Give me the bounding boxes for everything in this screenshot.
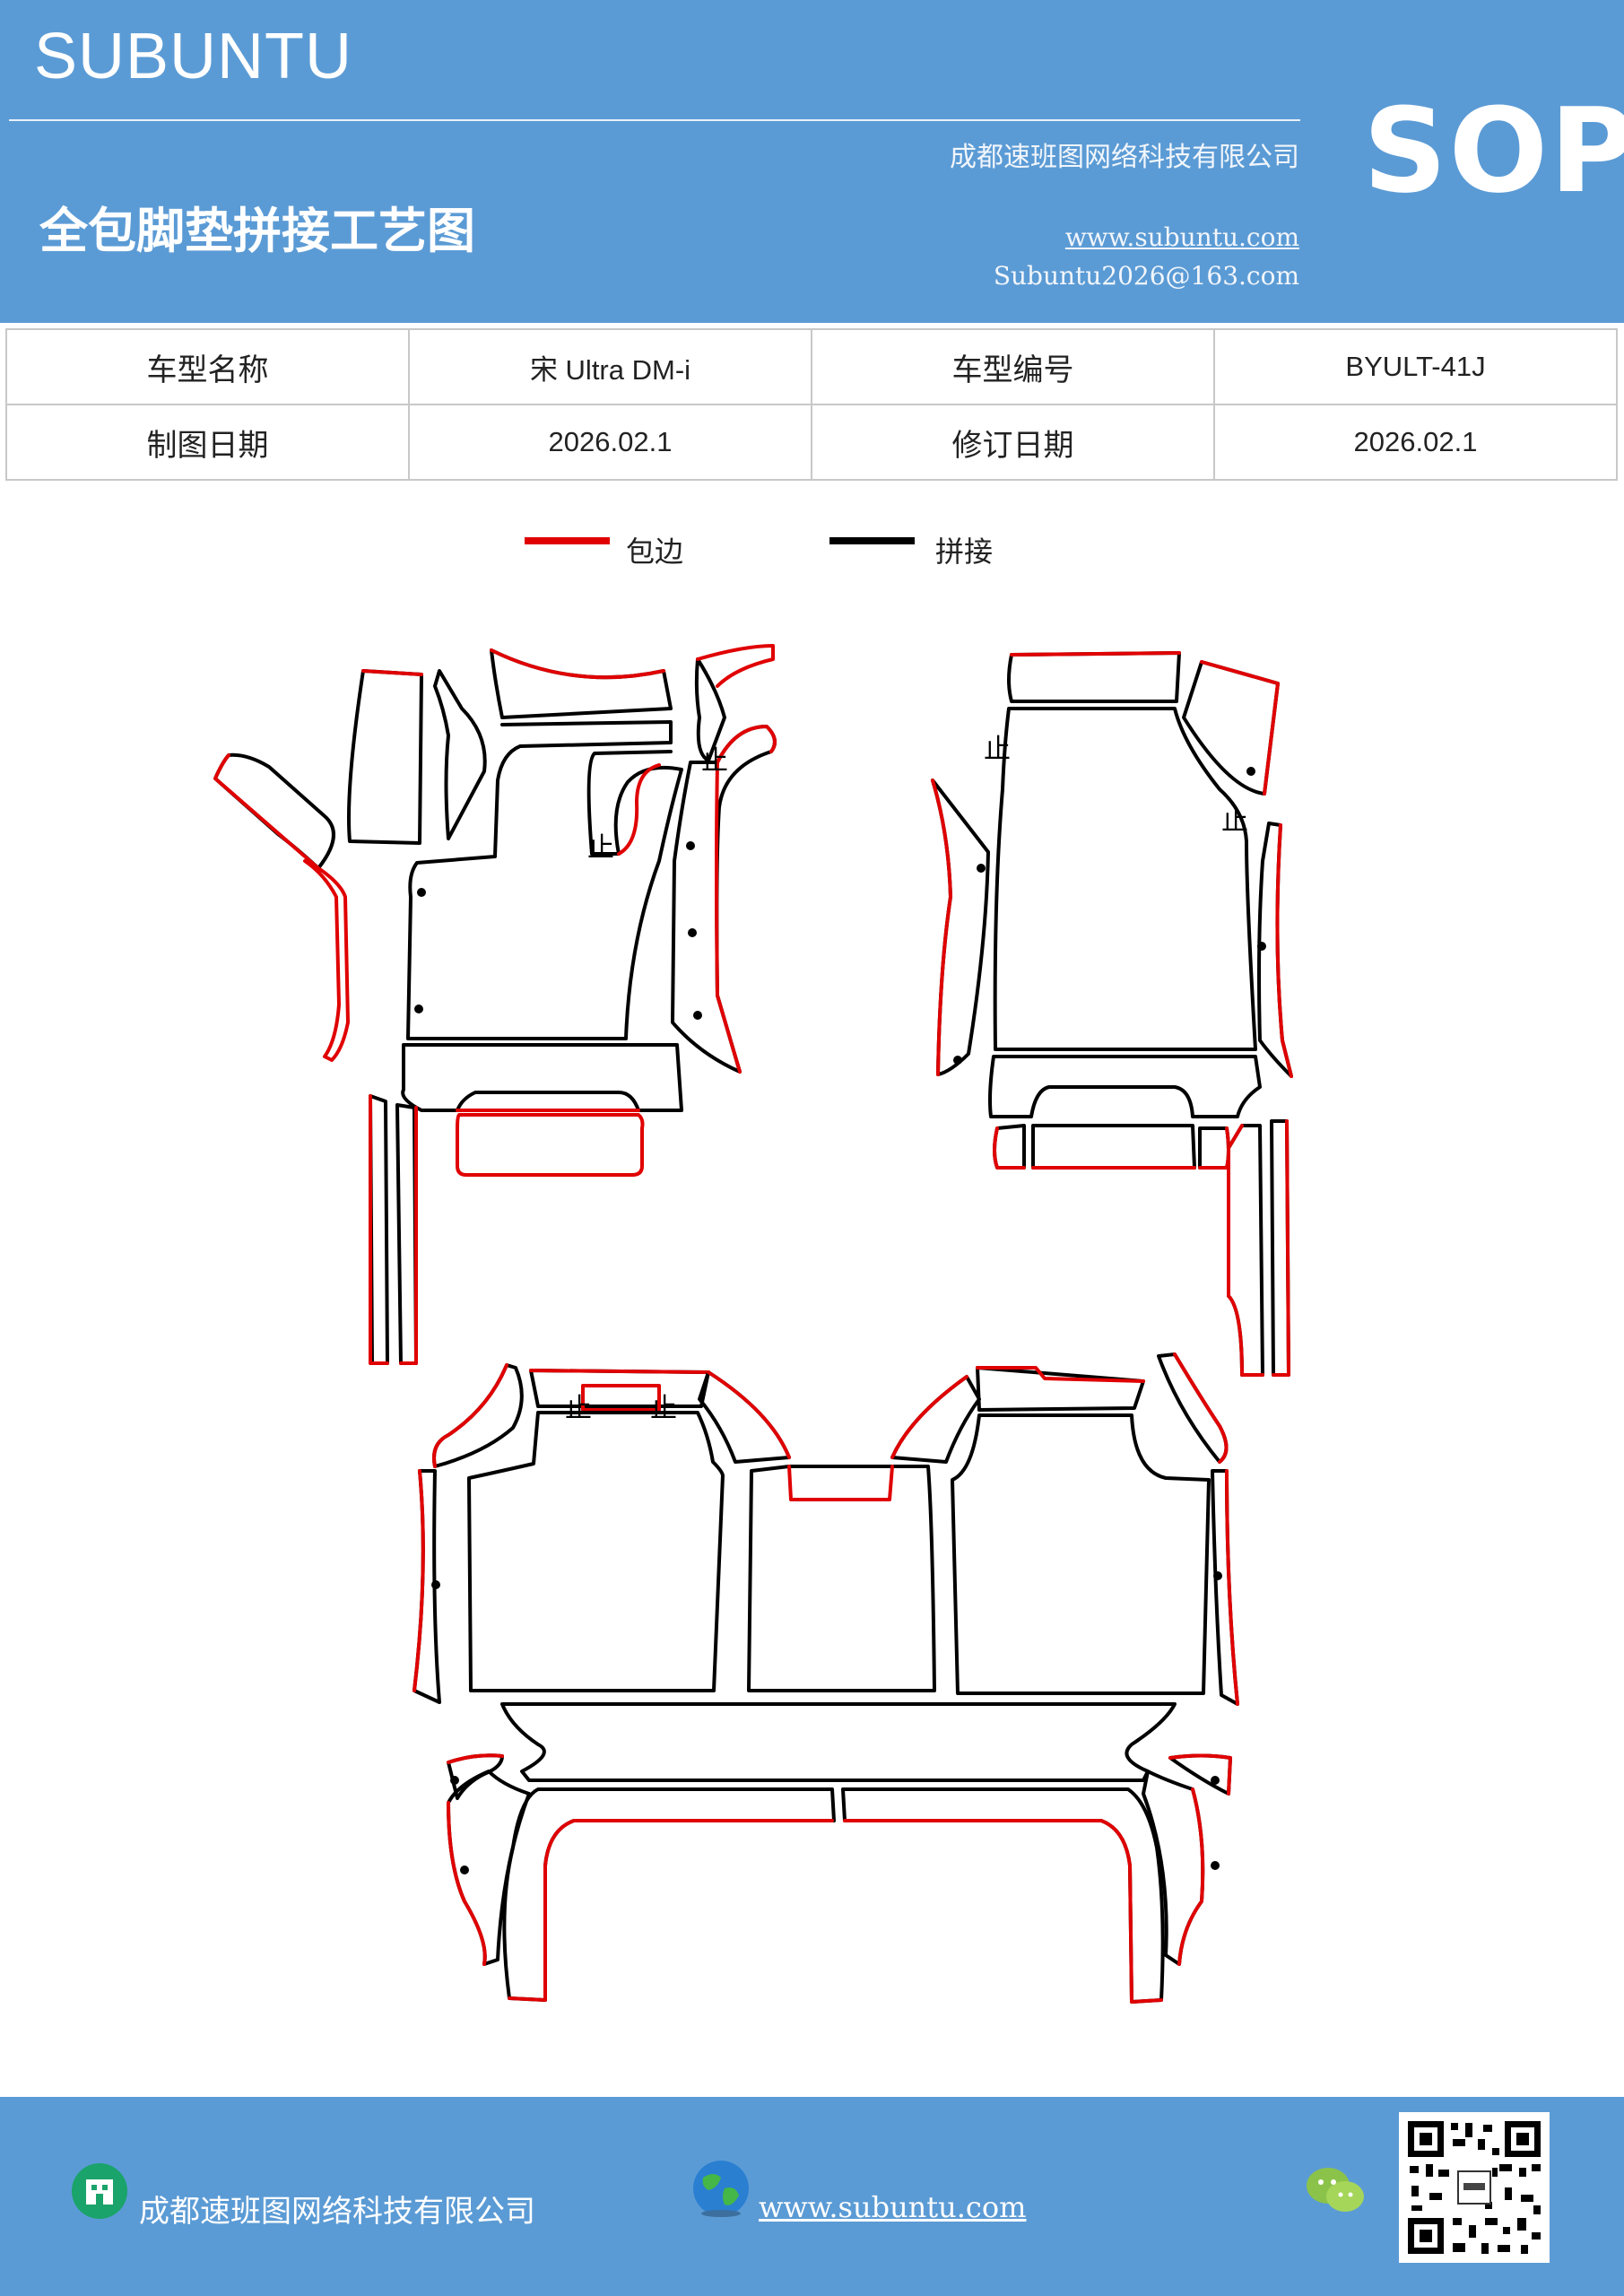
mat-piece-rear-left-corner <box>432 1363 524 1468</box>
mat-piece-driver-pillar <box>347 669 423 845</box>
website-link[interactable]: www.subuntu.com <box>1064 222 1299 252</box>
mat-piece-rear-right-main <box>951 1413 1211 1695</box>
mat-piece-driver-block <box>456 1113 645 1177</box>
document-title: 全包脚垫拼接工艺图 <box>39 202 475 259</box>
mat-piece-passenger-wedge <box>1182 660 1280 796</box>
mat-piece-rear-center <box>747 1465 936 1692</box>
mat-piece-rear-left-wing <box>698 1370 791 1464</box>
stop-mark: 止 <box>565 1393 592 1424</box>
footer-website-link[interactable]: www.subuntu.com <box>759 2190 1027 2224</box>
mat-piece-passenger-block-right <box>1198 1126 1230 1170</box>
stop-mark: 止 <box>984 734 1011 765</box>
sop-badge: SOP <box>1363 83 1624 219</box>
mat-piece-rear-top-left <box>529 1369 710 1408</box>
footer-company-name: 成都速班图网络科技有限公司 <box>139 2194 535 2230</box>
mat-piece-driver-sill-1 <box>369 1094 389 1365</box>
mat-piece-passenger-block-left <box>993 1124 1026 1170</box>
value-revise-date: 2026.02.1 <box>1213 404 1618 481</box>
label-draw-date: 制图日期 <box>5 404 410 481</box>
mat-piece-rear-top-right <box>976 1366 1145 1412</box>
mat-piece-rear-top-notch <box>581 1384 661 1412</box>
globe-icon <box>693 2161 749 2217</box>
mat-piece-passenger-main <box>993 707 1257 1051</box>
company-icon <box>72 2163 127 2219</box>
mat-piece-driver-heel <box>401 1043 683 1112</box>
mat-piece-driver-wedge <box>433 669 487 840</box>
legend-swatch-seam <box>829 537 915 544</box>
stop-mark: 止 <box>587 832 614 864</box>
header-divider <box>9 119 1300 121</box>
brand-name: SUBUNTU <box>34 21 353 92</box>
table-row: 车型名称 宋 Ultra DM-i 车型编号 BYULT-41J <box>5 328 1618 405</box>
page-footer: 成都速班图网络科技有限公司 www.subuntu.com <box>0 2097 1624 2296</box>
page-header: SUBUNTU 成都速班图网络科技有限公司 全包脚垫拼接工艺图 www.subu… <box>0 0 1624 323</box>
mat-piece-passenger-heel <box>988 1055 1262 1118</box>
mat-piece-rear-right-corner <box>1157 1352 1229 1464</box>
company-name: 成都速班图网络科技有限公司 <box>950 142 1299 173</box>
wechat-icon <box>1307 2168 1364 2212</box>
stop-mark: 止 <box>701 745 728 777</box>
floor-mat-diagram: 止 止 止 止 <box>213 644 1293 2004</box>
mat-piece-driver-sill-2 <box>395 1103 418 1365</box>
stop-mark: 止 <box>650 1393 677 1424</box>
value-model-code: BYULT-41J <box>1213 328 1618 405</box>
value-model-name: 宋 Ultra DM-i <box>408 328 812 405</box>
fastener-dots <box>414 767 1266 1874</box>
mat-piece-passenger-sill-1 <box>1227 1124 1264 1377</box>
table-row: 制图日期 2026.02.1 修订日期 2026.02.1 <box>5 404 1618 481</box>
value-draw-date: 2026.02.1 <box>408 404 812 481</box>
label-model-name: 车型名称 <box>5 328 410 405</box>
label-model-code: 车型编号 <box>811 328 1215 405</box>
mat-piece-passenger-top <box>1007 651 1181 703</box>
mat-piece-rear-left-main <box>467 1411 725 1692</box>
mat-piece-driver-rail-outer <box>694 657 726 762</box>
mat-piece-rear-right-arch-outer <box>1168 1753 1232 1796</box>
mat-piece-rear-right-wing <box>890 1375 981 1464</box>
email-address: Subuntu2026@163.com <box>993 261 1299 291</box>
mat-piece-rear-tunnel <box>500 1702 1177 1782</box>
qr-code[interactable] <box>1399 2112 1550 2263</box>
legend-label-seam: 拼接 <box>935 535 994 569</box>
label-revise-date: 修订日期 <box>811 404 1215 481</box>
stop-mark: 止 <box>1221 805 1248 837</box>
mat-piece-driver-side-panel <box>213 752 335 870</box>
legend-label-edge: 包边 <box>626 535 684 569</box>
vehicle-info-table: 车型名称 宋 Ultra DM-i 车型编号 BYULT-41J 制图日期 20… <box>5 328 1618 481</box>
mat-piece-rear-left-arch <box>447 1770 531 1966</box>
legend-swatch-edge <box>525 537 610 544</box>
mat-piece-driver-main <box>406 720 683 1040</box>
mat-piece-passenger-block <box>1031 1124 1196 1170</box>
